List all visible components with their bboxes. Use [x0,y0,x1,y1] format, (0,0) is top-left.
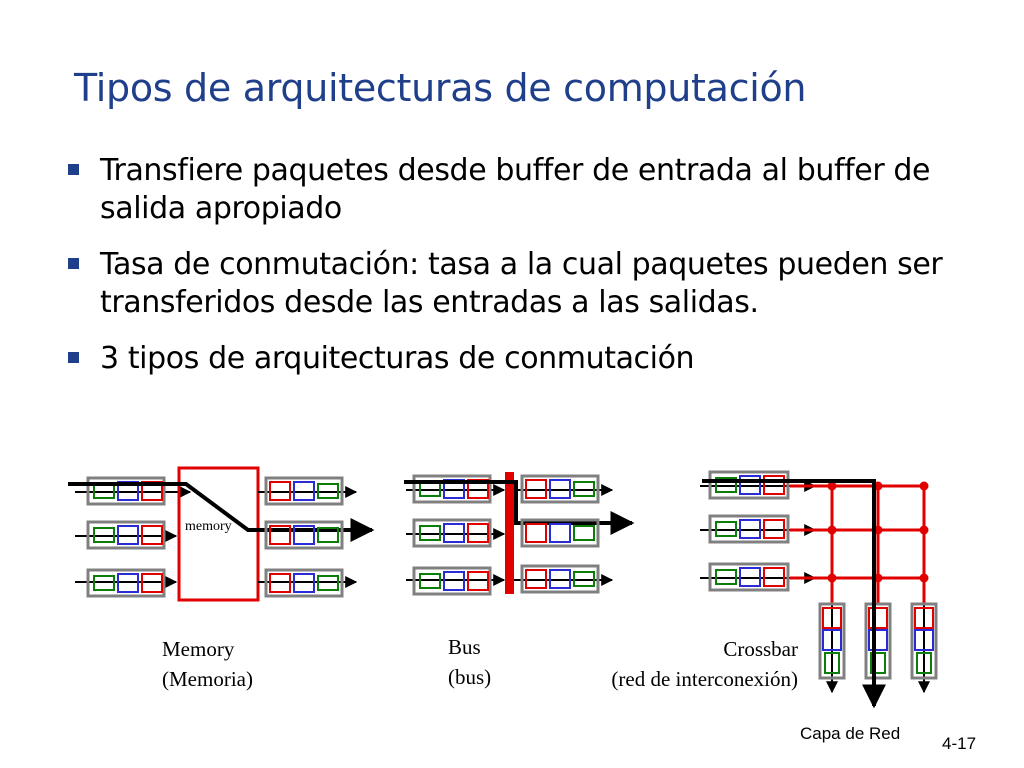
crossbar-architecture [700,470,938,709]
crossbar-output-port-3 [910,602,938,694]
bus-output-port-2 [520,518,600,548]
memory-caption-subtitle: (Memoria) [162,667,253,691]
memory-caption-title: Memory [162,637,235,661]
memory-output-port-1 [258,476,358,506]
crossbar-caption: Crossbar (red de interconexión) [568,634,798,694]
footer-section-label: Capa de Red [800,724,901,743]
bullet-text: Tasa de conmutación: tasa a la cual paqu… [100,247,943,320]
crossbar-output-port-2 [864,602,892,680]
bullet-item-2: Tasa de conmutación: tasa a la cual paqu… [64,246,984,322]
memory-output-port-2 [264,520,344,550]
bullet-item-3: 3 tipos de arquitecturas de conmutación [64,340,984,378]
memory-output-port-3 [258,568,358,598]
memory-input-port-1 [75,476,192,506]
crossbar-packet-path [702,479,886,709]
memory-input-port-2 [75,520,178,550]
crossbar-caption-subtitle: (red de interconexión) [611,667,798,691]
memory-block [177,466,260,602]
crossbar-caption-title: Crossbar [723,637,798,661]
bus-caption-title: Bus [448,635,481,659]
memory-input-port-3 [75,568,178,598]
crossbar-input-port-1 [700,470,817,500]
memory-caption: Memory (Memoria) [162,634,253,694]
bus-caption-subtitle: (bus) [448,665,492,689]
crossbar-input-port-3 [700,562,817,592]
bus-line [505,472,514,594]
slide-title: Tipos de arquitecturas de computación [74,66,807,110]
bus-input-port-1 [406,474,506,504]
square-bullet-icon [68,258,79,269]
bus-input-port-2 [406,518,506,548]
bullet-text: Transfiere paquetes desde buffer de entr… [100,153,931,226]
bullet-text: 3 tipos de arquitecturas de conmutación [100,341,695,376]
bus-input-port-3 [406,566,506,596]
square-bullet-icon [68,164,79,175]
memory-inner-label: memory [185,519,232,534]
slide-number: 4-17 [942,734,977,753]
bus-architecture [404,472,635,596]
crossbar-output-port-1 [818,602,846,694]
square-bullet-icon [68,352,79,363]
bus-output-port-1 [514,474,614,504]
bullet-item-1: Transfiere paquetes desde buffer de entr… [64,152,984,228]
bus-caption: Bus (bus) [448,632,491,692]
bullet-list: Transfiere paquetes desde buffer de entr… [64,152,984,396]
bus-packet-path [404,480,635,535]
crossbar-grid [790,484,926,604]
bus-output-port-3 [514,564,614,594]
memory-packet-path [68,482,375,542]
memory-architecture: memory [68,466,375,602]
